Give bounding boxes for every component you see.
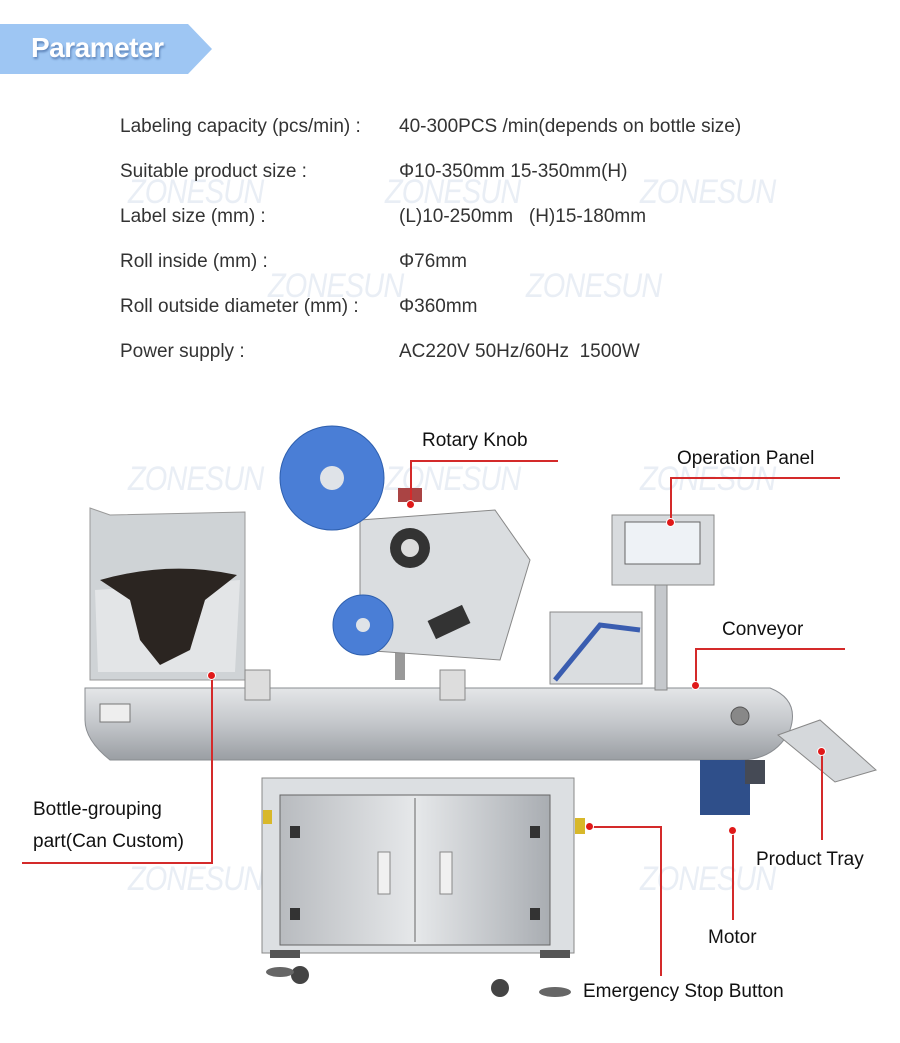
watermark: ZONESUN (640, 460, 776, 498)
spec-value: AC220V 50Hz/60Hz 1500W (399, 341, 640, 362)
banner-arrow-shape (0, 24, 212, 74)
spec-label: Labeling capacity (pcs/min) : (120, 116, 361, 137)
cabinet (261, 777, 585, 997)
callout-dot (585, 822, 594, 831)
callout-line (732, 830, 734, 920)
section-title: Parameter (31, 32, 164, 63)
callout-dot (666, 518, 675, 527)
watermark: ZONESUN (128, 173, 264, 211)
callout-rotary-knob: Rotary Knob (422, 430, 528, 451)
callout-line (590, 826, 662, 828)
callout-motor: Motor (708, 927, 757, 948)
callout-line (410, 460, 412, 504)
spec-value: Φ10-350mm 15-350mm(H) (399, 161, 628, 182)
watermark: ZONESUN (640, 860, 776, 898)
callout-bottle-grouping-custom: part(Can Custom) (33, 831, 184, 852)
spec-value: Φ360mm (399, 296, 478, 317)
operation-panel-shape (611, 514, 715, 691)
label-output-module (549, 611, 643, 685)
callout-line (22, 862, 213, 864)
spec-label: Power supply : (120, 341, 245, 362)
spec-label: Roll outside diameter (mm) : (120, 296, 359, 317)
bottle-hopper (89, 507, 246, 681)
watermark: ZONESUN (640, 173, 776, 211)
callout-line (211, 675, 213, 864)
callout-line (695, 648, 845, 650)
callout-dot (817, 747, 826, 756)
spec-value: 40-300PCS /min(depends on bottle size) (399, 116, 742, 137)
callout-emergency-stop: Emergency Stop Button (583, 981, 784, 1002)
callout-line (821, 752, 823, 840)
watermark: ZONESUN (268, 267, 404, 305)
callout-dot (691, 681, 700, 690)
motor-shape (700, 760, 765, 815)
labeling-head (279, 425, 531, 680)
watermark: ZONESUN (128, 460, 264, 498)
callout-line (695, 648, 697, 684)
product-tray-shape (777, 719, 878, 783)
callout-line (410, 460, 558, 462)
parameter-banner: Parameter (0, 24, 212, 74)
conveyor-frame (84, 669, 793, 761)
spec-value: (L)10-250mm (H)15-180mm (399, 206, 647, 227)
callout-bottle-grouping: Bottle-grouping (33, 799, 162, 820)
callout-operation-panel: Operation Panel (677, 448, 815, 469)
spec-label: Label size (mm) : (120, 206, 266, 227)
callout-dot (728, 826, 737, 835)
callout-line (670, 477, 840, 479)
spec-label: Roll inside (mm) : (120, 251, 268, 272)
watermark: ZONESUN (385, 173, 521, 211)
callout-dot (207, 671, 216, 680)
spec-value: Φ76mm (399, 251, 467, 272)
watermark: ZONESUN (526, 267, 662, 305)
callout-product-tray: Product Tray (756, 849, 864, 870)
callout-dot (406, 500, 415, 509)
spec-label: Suitable product size : (120, 161, 307, 182)
watermark: ZONESUN (128, 860, 264, 898)
callout-line (660, 826, 662, 976)
callout-line (670, 477, 672, 521)
callout-conveyor: Conveyor (722, 619, 804, 640)
